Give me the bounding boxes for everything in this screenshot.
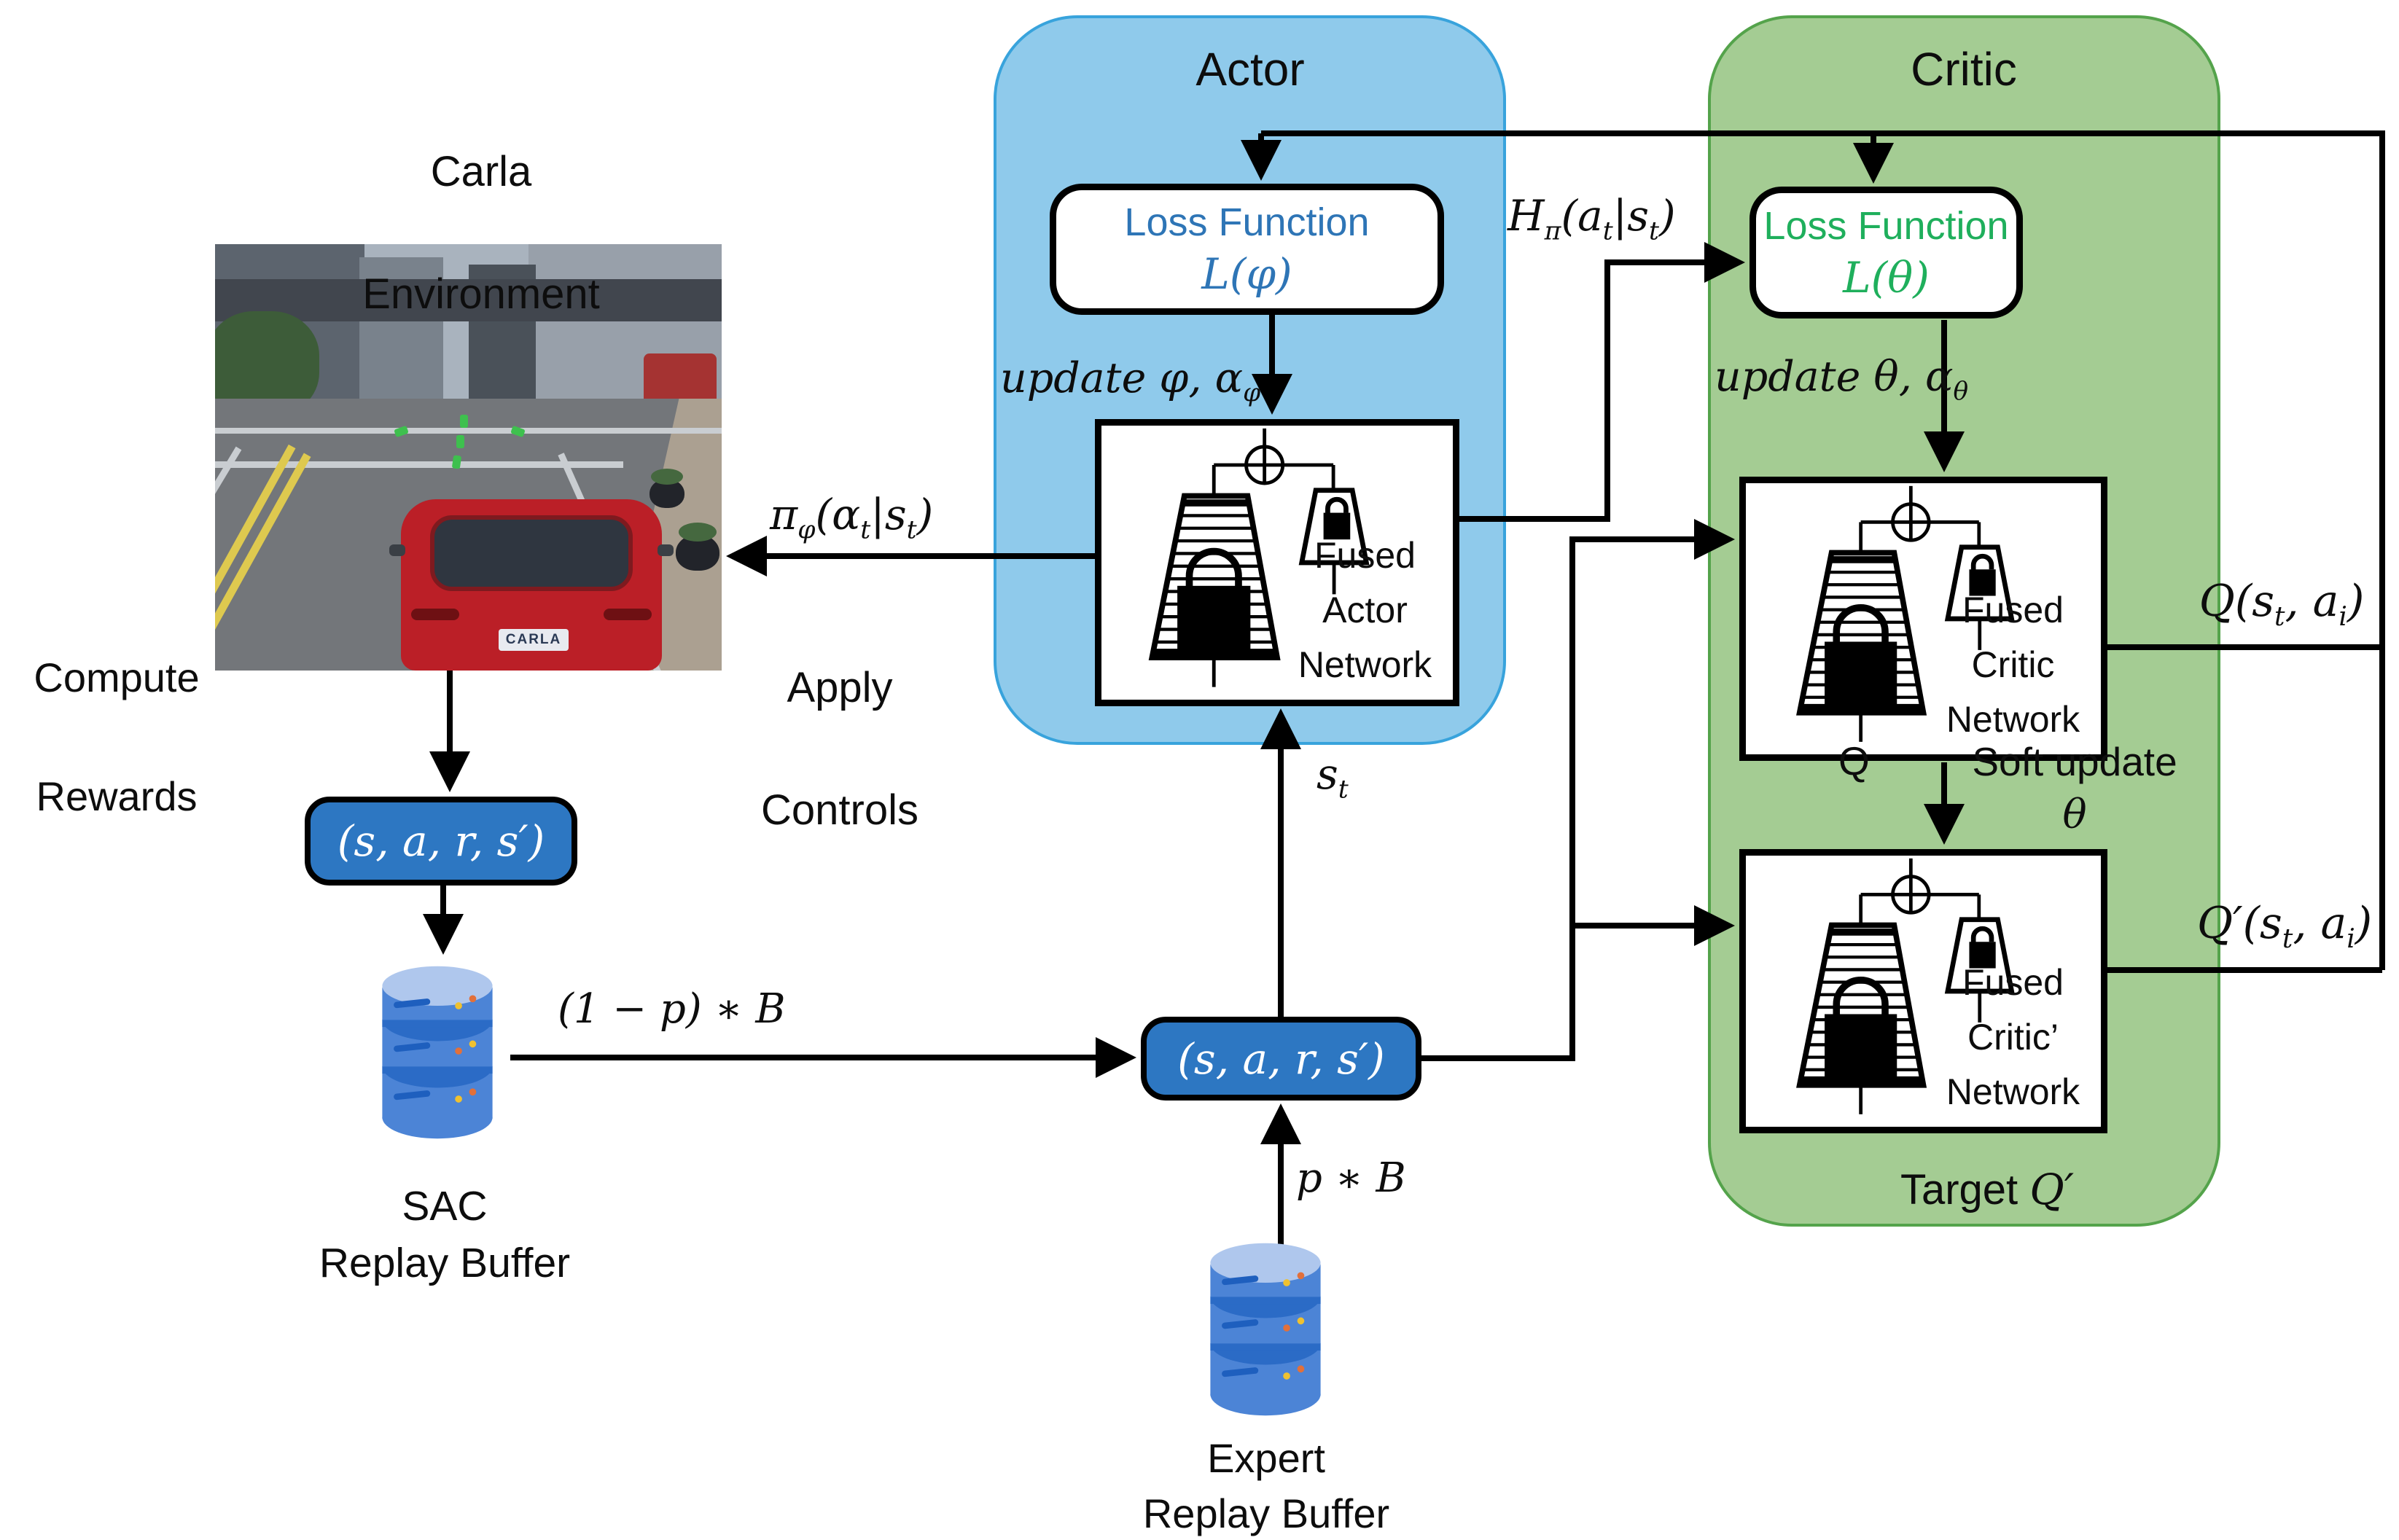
taillight	[411, 609, 459, 620]
road-marking	[215, 428, 722, 434]
target-q-label: Target Q′	[1900, 1165, 2075, 1214]
transition-tuple-box: (s, a, r, s′)	[305, 797, 577, 886]
route-arrow	[460, 415, 468, 428]
expert-replay-buffer-icon	[1201, 1238, 1330, 1421]
expert-buffer-label-line1: Expert	[1207, 1435, 1325, 1481]
network-label: Fused Actor Network	[1298, 535, 1432, 685]
soft-update-label: Soft update θ	[1972, 739, 2177, 837]
environment-title: Carla Environment	[362, 148, 600, 318]
network-label: Fused Critic’ Network	[1946, 962, 2080, 1112]
sac-buffer-label-line1: SAC	[402, 1183, 488, 1230]
q-prime-value-label: Q′(st, ai)	[2196, 898, 2373, 954]
policy-output-label: πφ(αt|st)	[770, 490, 934, 545]
actor-panel-title: Actor	[1195, 43, 1305, 95]
expert-buffer-label-line2: Replay Buffer	[1142, 1490, 1390, 1536]
fused-critic-prime-network-box: Fused Critic’ Network	[1739, 849, 2107, 1133]
route-arrow	[456, 435, 464, 448]
carla-environment-image: CARLA	[215, 244, 722, 671]
update-phi-label: update φ, αφ	[1000, 354, 1261, 408]
q-value-label: Q(st, ai)	[2199, 576, 2365, 632]
compute-rewards-label: Compute Rewards	[34, 654, 200, 819]
expert-batch-label: p ∗ B	[1296, 1154, 1406, 1202]
mirror	[389, 544, 405, 556]
network-label: Fused Critic Network	[1946, 590, 2080, 740]
taillight	[604, 609, 652, 620]
actor-loss-function-box: Loss Function L(φ)	[1050, 184, 1444, 315]
sac-buffer-label-line2: Replay Buffer	[319, 1240, 571, 1286]
lock-icon	[1185, 547, 1242, 589]
fused-critic-network-box: Fused Critic Network	[1739, 477, 2107, 761]
license-plate: CARLA	[499, 629, 569, 651]
frozen-network-icon	[1796, 922, 1927, 1114]
ego-vehicle: CARLA	[389, 499, 674, 671]
lock-icon	[1833, 976, 1889, 1017]
critic-loss-function-box: Loss Function L(θ)	[1749, 187, 2023, 318]
state-label: st	[1316, 749, 1349, 805]
update-theta-label: update θ, αθ	[1715, 353, 1969, 407]
mirror	[658, 544, 674, 556]
fused-actor-network-box: Fused Actor Network	[1095, 419, 1459, 706]
q-tag-label: Q	[1838, 738, 1870, 783]
car-rear-window	[430, 515, 633, 591]
sac-batch-label: (1 − p) ∗ B	[558, 985, 786, 1033]
planter-plant	[679, 523, 717, 542]
minibatch-tuple-box: (s, a, r, s′)	[1141, 1017, 1421, 1101]
database-icon	[1210, 1243, 1321, 1416]
sac-replay-buffer-icon	[373, 961, 502, 1144]
frozen-network-icon	[1148, 493, 1281, 687]
overpass	[215, 279, 722, 321]
road-marking	[215, 461, 623, 468]
red-bus	[644, 353, 717, 406]
critic-panel-title: Critic	[1911, 43, 2017, 95]
planter-plant	[651, 469, 683, 485]
frozen-network-icon	[1796, 550, 1927, 742]
entropy-label: Hπ(at|st)	[1507, 191, 1676, 246]
database-icon	[382, 966, 493, 1139]
apply-controls-label: Apply Controls	[761, 664, 918, 835]
